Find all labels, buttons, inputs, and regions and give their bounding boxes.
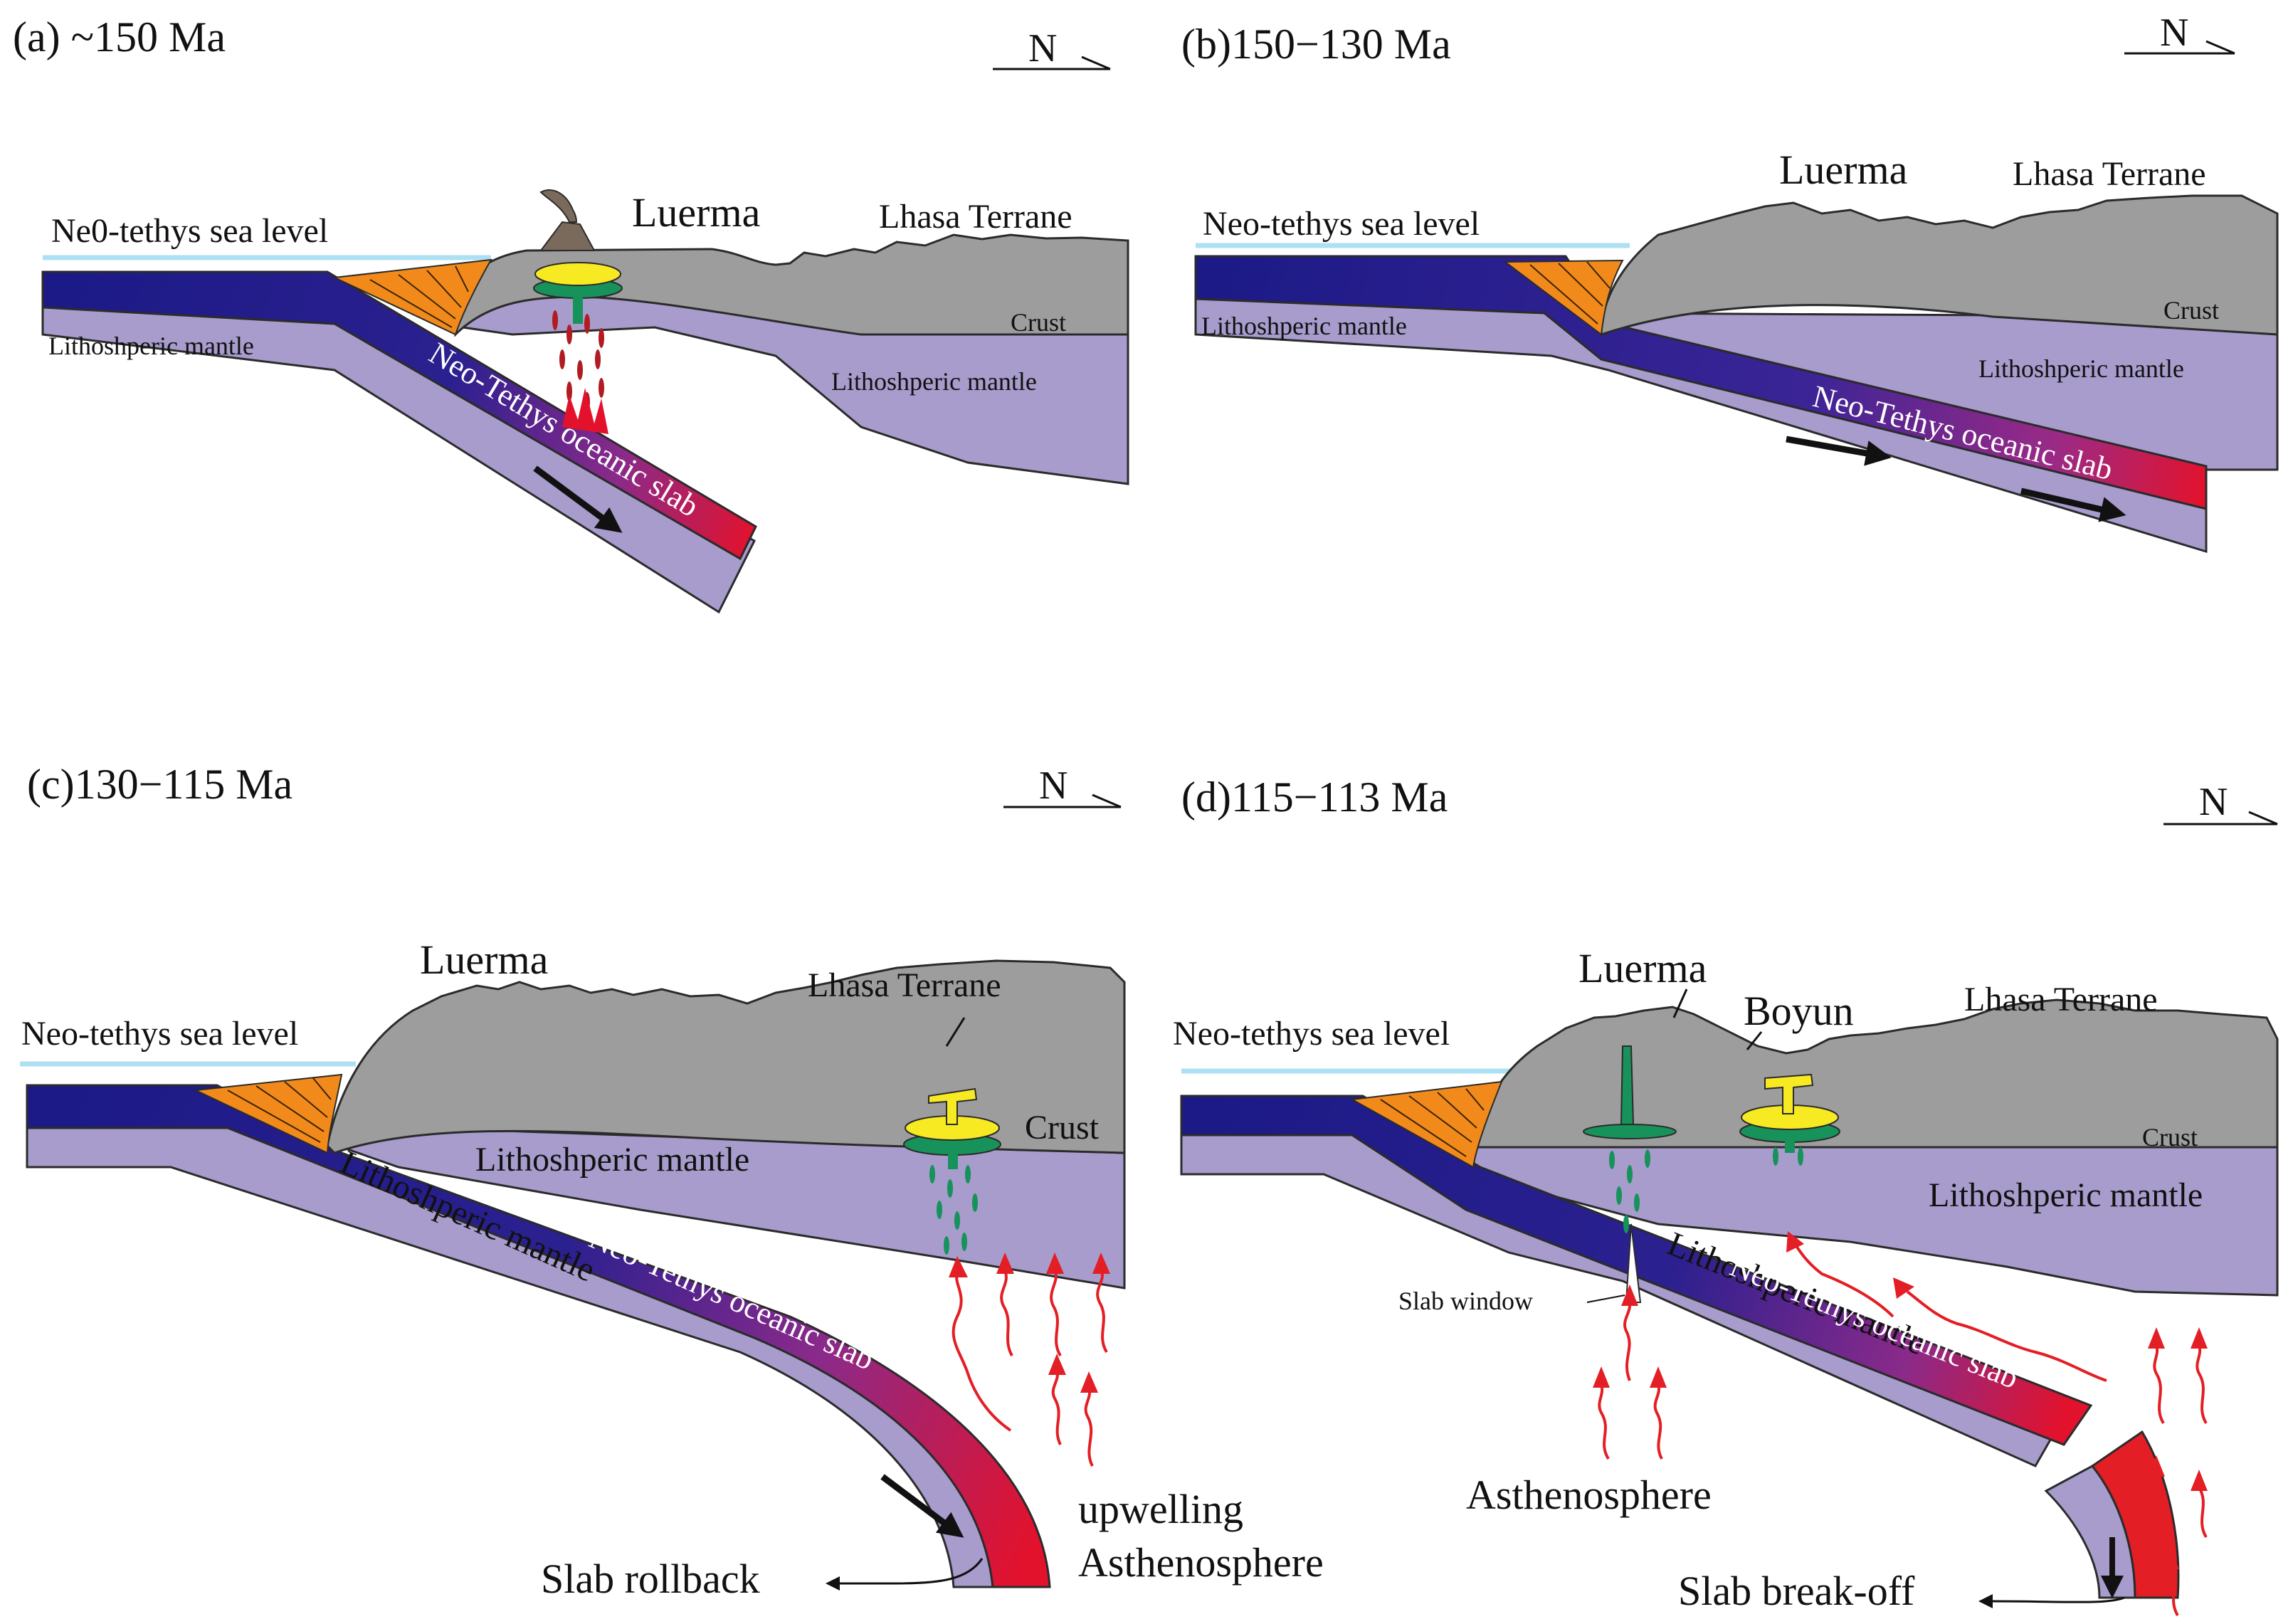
rollback-label-c: Slab rollback (541, 1556, 760, 1602)
subduction-arrow-b1 (1786, 436, 1892, 466)
crust-label-d: Crust (2142, 1123, 2198, 1151)
asthenosphere-label-d: Asthenosphere (1466, 1472, 1712, 1518)
breakoff-label-d: Slab break-off (1678, 1568, 1915, 1614)
accretionary-wedge-b (1503, 259, 1624, 336)
north-label-b: N (2160, 11, 2188, 55)
north-label-d: N (2199, 780, 2228, 824)
rollback-leader-head-c (826, 1576, 840, 1591)
crust-label-b: Crust (2163, 296, 2219, 325)
place-leader-d (1672, 988, 1688, 1018)
rollback-leader-c (840, 1558, 984, 1585)
sea-level-label-d: Neo-tethys sea level (1173, 1015, 1450, 1053)
slab-window-leader-d (1586, 1295, 1625, 1303)
north-arrow-a: N (993, 26, 1111, 70)
panel-a-title: (a) ~150 Ma (13, 14, 226, 60)
wedge-hatching-a (369, 265, 469, 328)
magma-chamber-a (533, 262, 623, 434)
terrane-label-a: Lhasa Terrane (879, 198, 1072, 236)
terrane-label-d: Lhasa Terrane (1964, 981, 2158, 1018)
mantle-upper-label-c: Lithoshperic mantle (475, 1141, 749, 1179)
mantle-upper-label-d: Lithoshperic mantle (1929, 1176, 2203, 1214)
slab-a (41, 270, 757, 561)
rollback-arrow-c (880, 1474, 964, 1538)
sea-level-label-c: Neo-tethys sea level (21, 1015, 298, 1053)
crust-b (1600, 194, 2279, 337)
mantle-left-label-a: Lithoshperic mantle (48, 332, 254, 360)
breakoff-leader-d (1992, 1596, 2125, 1603)
north-label-c: N (1039, 764, 1068, 808)
north-arrow-c: N (1003, 764, 1122, 808)
upwelling-arrows-c (952, 1270, 1108, 1467)
wedge-hatching-b (1529, 261, 1611, 325)
upwelling-label-c: upwelling (1078, 1486, 1243, 1532)
north-arrow-d: N (2163, 780, 2278, 826)
breakoff-leader-head-d (1978, 1594, 1993, 1608)
subduction-arrow-a (533, 465, 623, 533)
panel-c-title: (c)130−115 Ma (27, 761, 292, 808)
north-label-a: N (1028, 26, 1057, 70)
panel-c: (c)130−115 Ma N Neo-tethys sea level (20, 761, 1324, 1602)
north-arrow-b: N (2124, 11, 2235, 55)
mantle-right-label-a: Lithoshperic mantle (831, 367, 1037, 396)
magma-chamber-c (903, 1017, 1001, 1255)
place-label-a: Luerma (632, 189, 760, 236)
crust-label-c: Crust (1025, 1109, 1100, 1146)
slab-c (26, 1084, 1051, 1588)
sea-level-label-a: Ne0-tethys sea level (51, 212, 328, 250)
upwelling-arrowheads-c (949, 1253, 1110, 1393)
wedge-hatching-c (227, 1077, 332, 1143)
place-label-b: Luerma (1779, 147, 1907, 193)
sea-level-label-b: Neo-tethys sea level (1203, 205, 1480, 243)
panel-a: (a) ~150 Ma N Ne0-tethys sea level (13, 14, 1129, 614)
slab-window-label-d: Slab window (1398, 1287, 1533, 1315)
subduction-arrow-b2 (2020, 487, 2126, 522)
wedge-hatching-d (1380, 1088, 1485, 1157)
mantle-left-label-b: Lithoshperic mantle (1201, 312, 1407, 340)
asthenosphere-label-c: Asthenosphere (1078, 1539, 1324, 1586)
place2-leader-d (1746, 1031, 1763, 1050)
magma-chamber-luerma-d (1583, 1045, 1677, 1233)
crust-c (326, 959, 1126, 1154)
place2-label-d: Boyun (1744, 988, 1854, 1034)
panel-d: (d)115−113 Ma N Neo-tethys sea level (1173, 774, 2279, 1617)
place-label-c: Luerma (420, 937, 548, 983)
panel-b-title: (b)150−130 Ma (1181, 21, 1451, 68)
panel-b: (b)150−130 Ma N Neo-tethys sea level Lue… (1181, 11, 2279, 554)
place-label-d: Luerma (1578, 945, 1707, 991)
crust-label-a: Crust (1011, 308, 1066, 337)
eruption-plume-icon-a (539, 189, 578, 223)
volcano-icon-a (539, 221, 596, 251)
upwelling-arrows-d (1598, 1240, 2208, 1617)
panel-d-title: (d)115−113 Ma (1181, 774, 1448, 821)
terrane-label-b: Lhasa Terrane (2013, 155, 2206, 193)
terrane-label-c: Lhasa Terrane (808, 966, 1001, 1004)
magma-chamber-boyun-d (1739, 1073, 1840, 1166)
accretionary-wedge-d (1349, 1080, 1503, 1169)
upwelling-arrowheads-d (1593, 1231, 2208, 1569)
mantle-right-label-b: Lithoshperic mantle (1978, 354, 2184, 383)
